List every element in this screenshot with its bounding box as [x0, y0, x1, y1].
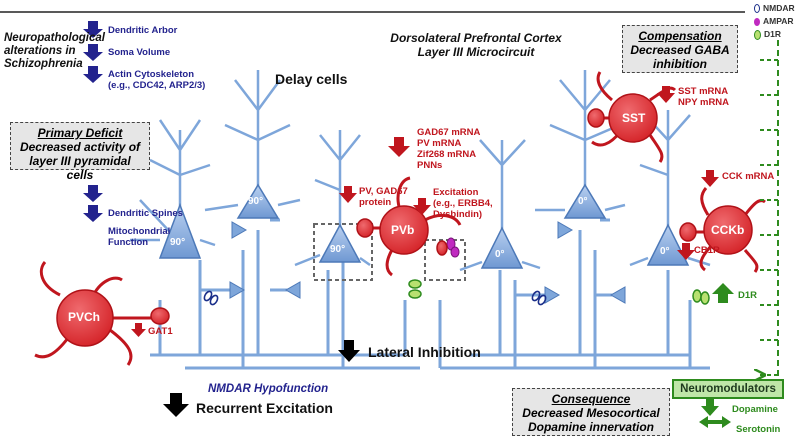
highlight-box-pyramidal — [313, 223, 373, 281]
legend-d1r-label: D1R — [764, 29, 782, 39]
sst-marker-line2: NPY mRNA — [678, 97, 730, 108]
neuromodulators-title: Neuromodulators — [680, 383, 776, 395]
nmdar-receptors — [203, 290, 547, 306]
cck-marker: CCK mRNA — [722, 171, 775, 182]
pvb-protein: PV, GAD67 protein — [359, 186, 408, 208]
left-header-line3: Schizophrenia — [4, 58, 83, 70]
title-line2: Layer III Microcircuit — [417, 45, 535, 59]
pyramidal-label: 0° — [578, 196, 588, 207]
pvb-label: PVb — [391, 223, 415, 237]
consequence-line2: Dopamine innervation — [527, 420, 655, 434]
pvb-marker: Zif268 mRNA — [417, 149, 477, 160]
title-line1: Dorsolateral Prefrontal Cortex — [390, 31, 562, 45]
alteration-item: Mitochondrial — [108, 226, 171, 237]
navy-arrows — [83, 21, 103, 222]
excitation-line1: Excitation — [433, 187, 479, 198]
sst-label: SST — [622, 111, 646, 125]
red-arrows — [131, 86, 719, 337]
primary-deficit-line2: layer III pyramidal cells — [29, 154, 131, 182]
pyramidal-label: 90° — [170, 237, 186, 248]
alteration-item: Actin Cytoskeleton — [108, 69, 195, 80]
cckb-label: CCKb — [711, 223, 745, 237]
gat1-label: GAT1 — [148, 326, 173, 337]
d1r-marker: D1R — [738, 290, 758, 301]
consequence-line1: Decreased Mesocortical — [522, 406, 660, 420]
consequence-heading: Consequence — [551, 392, 631, 406]
pvb-marker: GAD67 mRNA — [417, 127, 481, 138]
legend-nmdar-label: NMDAR — [763, 3, 795, 13]
alteration-item: Soma Volume — [108, 47, 171, 58]
pyramidal-label: 0° — [660, 246, 670, 257]
alteration-item-sub: Function — [108, 237, 149, 248]
top-alterations-list: Dendritic Arbor Soma Volume Actin Cytosk… — [108, 25, 205, 91]
pvb-protein-line1: PV, GAD67 — [359, 186, 408, 197]
green-arrows — [699, 283, 734, 428]
consequence-box: Consequence Decreased Mesocortical Dopam… — [512, 388, 670, 436]
sst-marker-line1: SST mRNA — [678, 86, 729, 97]
receptor-legend: NMDAR AMPAR D1R — [754, 2, 795, 41]
excitation-note: Excitation (e.g., ERBB4, Dysbindin) — [433, 187, 493, 220]
pvb-protein-line2: protein — [359, 197, 392, 208]
recurrent-excitation-label: Recurrent Excitation — [196, 400, 333, 416]
pvch-label: PVCh — [68, 310, 101, 324]
serotonin-label: Serotonin — [736, 424, 781, 435]
pyramidal-neurons — [130, 70, 711, 272]
left-header-line2: alterations in — [4, 45, 76, 57]
mid-alterations-list: Dendritic Spines Mitochondrial Function — [108, 208, 183, 248]
modulator-line — [760, 40, 779, 380]
left-header: Neuropathological alterations in Schizop… — [4, 32, 105, 71]
black-arrows — [163, 340, 360, 417]
cb1r-label: CB1R — [694, 245, 720, 256]
primary-deficit-line1: Decreased activity of — [19, 140, 141, 154]
nmdar-icon — [754, 4, 760, 14]
legend-ampar: AMPAR — [754, 15, 795, 28]
primary-deficit-box: Primary Deficit Decreased activity of la… — [10, 122, 150, 182]
d1r-receptors — [408, 279, 710, 305]
compensation-line2: inhibition — [653, 57, 707, 71]
alteration-item-sub: (e.g., CDC42, ARP2/3) — [108, 80, 206, 91]
alteration-item: Dendritic Spines — [108, 208, 183, 219]
compensation-line1: Decreased GABA — [630, 43, 730, 57]
highlight-box-excitation — [424, 239, 466, 281]
sst-markers: SST mRNA NPY mRNA — [678, 86, 729, 108]
pvb-marker: PNNs — [417, 160, 443, 171]
excitation-line2: (e.g., ERBB4, — [433, 198, 493, 209]
primary-deficit-heading: Primary Deficit — [37, 126, 123, 140]
interneuron-somas — [56, 93, 753, 347]
legend-nmdar: NMDAR — [754, 2, 795, 15]
left-header-line1: Neuropathological — [4, 32, 105, 44]
pyramidal-label: 0° — [495, 249, 505, 260]
pvb-marker: PV mRNA — [417, 138, 462, 149]
legend-d1r: D1R — [754, 28, 795, 41]
pyramidal-label: 90° — [248, 196, 264, 207]
neuromodulators-box: Neuromodulators — [672, 379, 784, 399]
excitation-line3: Dysbindin) — [433, 209, 483, 220]
nmdar-hypofunction-label: NMDAR Hypofunction — [208, 383, 329, 395]
synapse-triangles — [229, 221, 626, 304]
ampar-icon — [754, 17, 760, 26]
lateral-inhibition-label: Lateral Inhibition — [368, 344, 481, 360]
legend-ampar-label: AMPAR — [763, 16, 794, 26]
pvb-markers: GAD67 mRNA PV mRNA Zif268 mRNA PNNs — [417, 127, 480, 171]
d1r-icon — [754, 29, 761, 40]
alteration-item: Dendritic Arbor — [108, 25, 178, 36]
delay-cells-label: Delay cells — [275, 71, 348, 87]
diagram-title: Dorsolateral Prefrontal Cortex Layer III… — [388, 31, 564, 59]
dopamine-label: Dopamine — [732, 404, 778, 415]
compensation-heading: Compensation — [638, 29, 722, 43]
ampar-receptors — [446, 237, 460, 258]
compensation-box: Compensation Decreased GABA inhibition — [622, 25, 738, 73]
pyramidal-label: 90° — [330, 244, 346, 255]
